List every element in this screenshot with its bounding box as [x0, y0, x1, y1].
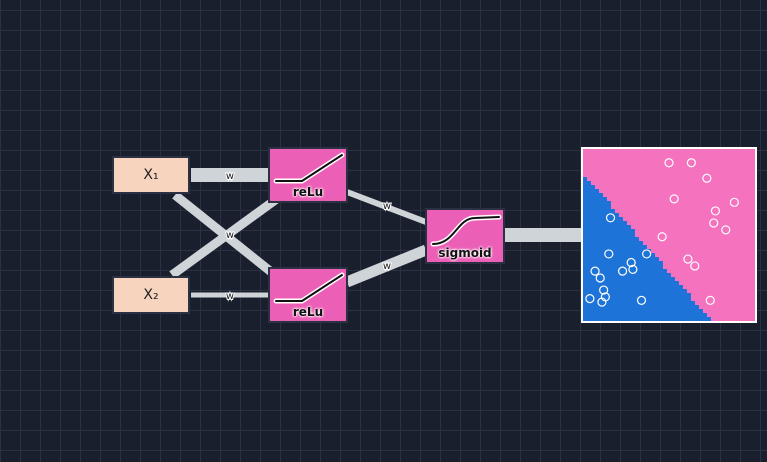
relu-curve-icon: [273, 152, 345, 184]
blue-region-cell: [699, 309, 703, 321]
data-point: [604, 249, 614, 259]
blue-region-cell: [615, 213, 619, 321]
blue-region-cell: [687, 293, 691, 321]
blue-region-cell: [679, 285, 683, 321]
blue-region-cell: [603, 197, 607, 321]
data-point: [702, 173, 712, 183]
data-point: [690, 261, 700, 271]
blue-region-cell: [607, 201, 611, 321]
data-point: [626, 257, 636, 268]
hidden-neuron-2[interactable]: reLu: [268, 267, 348, 323]
data-point: [628, 264, 638, 275]
blue-region-cell: [659, 261, 663, 321]
data-point: [597, 297, 607, 307]
blue-region-cell: [695, 305, 699, 321]
blue-region-cell: [643, 245, 647, 321]
input-label-x2: X₂: [143, 287, 159, 303]
blue-region-cell: [647, 249, 651, 321]
blue-region-cell: [623, 221, 627, 321]
blue-region-cell: [587, 181, 591, 321]
blue-region-cell: [595, 189, 599, 321]
blue-region-cell: [611, 209, 615, 321]
blue-region-cell: [703, 313, 707, 321]
relu-curve-icon: [273, 272, 345, 304]
blue-region-cell: [635, 237, 639, 321]
data-point: [669, 194, 679, 204]
blue-region-cell: [627, 225, 631, 321]
data-point: [642, 249, 652, 259]
data-point: [617, 266, 628, 276]
blue-region-cell: [663, 269, 667, 321]
output-neuron-label: sigmoid: [438, 246, 492, 260]
decision-boundary-plot: [581, 147, 757, 323]
blue-region-cell: [655, 257, 659, 321]
hidden-neuron-1[interactable]: reLu: [268, 147, 348, 203]
data-point: [599, 285, 609, 295]
blue-region-cell: [675, 281, 679, 321]
data-point: [590, 266, 600, 276]
input-node-x1[interactable]: X₁: [112, 156, 190, 194]
weight-label-h1-out: w: [383, 201, 391, 212]
weight-label-cross: w: [226, 230, 234, 241]
blue-region-cell: [631, 229, 635, 321]
data-point: [705, 295, 715, 305]
data-point: [595, 273, 605, 283]
blue-region-cell: [639, 241, 643, 321]
blue-region-cell: [683, 289, 687, 321]
data-point: [721, 225, 731, 235]
data-point: [657, 232, 667, 242]
blue-region-cell: [671, 277, 675, 321]
hidden-neuron-2-label: reLu: [292, 305, 324, 319]
connection-x2-h1[interactable]: [169, 194, 281, 279]
data-point: [710, 206, 721, 216]
connection-h1-out[interactable]: [345, 189, 428, 225]
data-point: [664, 158, 674, 168]
sigmoid-curve-icon: [430, 214, 502, 247]
data-point: [683, 254, 693, 264]
blue-region-cell: [651, 253, 655, 321]
blue-region-cell: [707, 317, 711, 321]
input-node-x2[interactable]: X₂: [112, 276, 190, 314]
decision-boundary-svg: [583, 158, 739, 321]
data-point: [585, 294, 595, 304]
weight-label-x1-h1: w: [226, 171, 234, 182]
data-point: [729, 197, 739, 207]
input-label-x1: X₁: [143, 167, 159, 183]
weight-label-h2-out: w: [383, 261, 391, 272]
blue-region-cell: [619, 217, 623, 321]
data-point: [605, 213, 616, 223]
weight-label-x2-h2: w: [226, 291, 234, 302]
blue-region-cell: [599, 193, 603, 321]
data-point: [686, 158, 696, 168]
blue-region-cell: [667, 273, 671, 321]
blue-region-cell: [583, 177, 587, 321]
connection-h2-out[interactable]: [344, 244, 429, 288]
data-point: [709, 218, 719, 228]
output-neuron[interactable]: sigmoid: [425, 208, 505, 264]
blue-region-cell: [591, 185, 595, 321]
blue-region-cell: [691, 301, 695, 321]
hidden-neuron-1-label: reLu: [292, 185, 324, 199]
data-point: [636, 295, 647, 305]
